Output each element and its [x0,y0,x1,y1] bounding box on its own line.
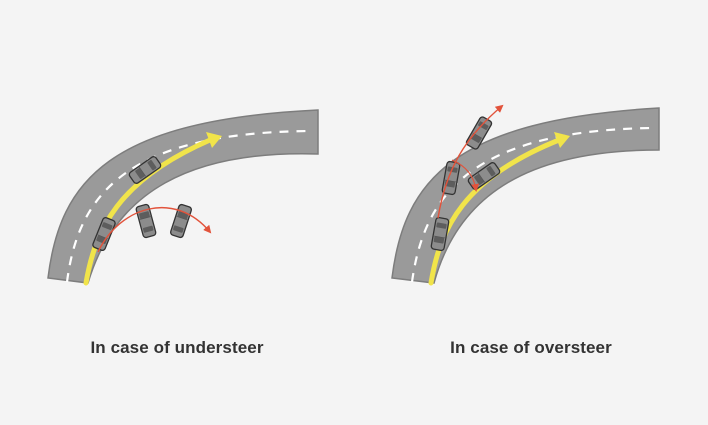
understeer-diagram [47,109,319,286]
intended-path-arrow [83,137,213,286]
rotation-arc-arrow [451,159,480,192]
lane-marking [65,129,313,283]
intended-path-arrowhead [554,132,570,148]
skid-path-arrow [437,104,504,219]
oversteer-caption: In case of oversteer [450,338,612,357]
road [47,109,319,284]
road [391,107,660,284]
understeer-caption: In case of understeer [90,338,264,357]
lane-marking [410,126,655,283]
oversteer-panel: In case of oversteer [354,0,708,425]
intended-path-arrowhead [206,132,222,148]
intended-path-arrow [428,137,562,286]
skid-path-arrow [97,206,212,253]
oversteer-diagram [391,104,660,286]
understeer-panel: In case of understeer [47,109,319,357]
car [134,203,158,239]
